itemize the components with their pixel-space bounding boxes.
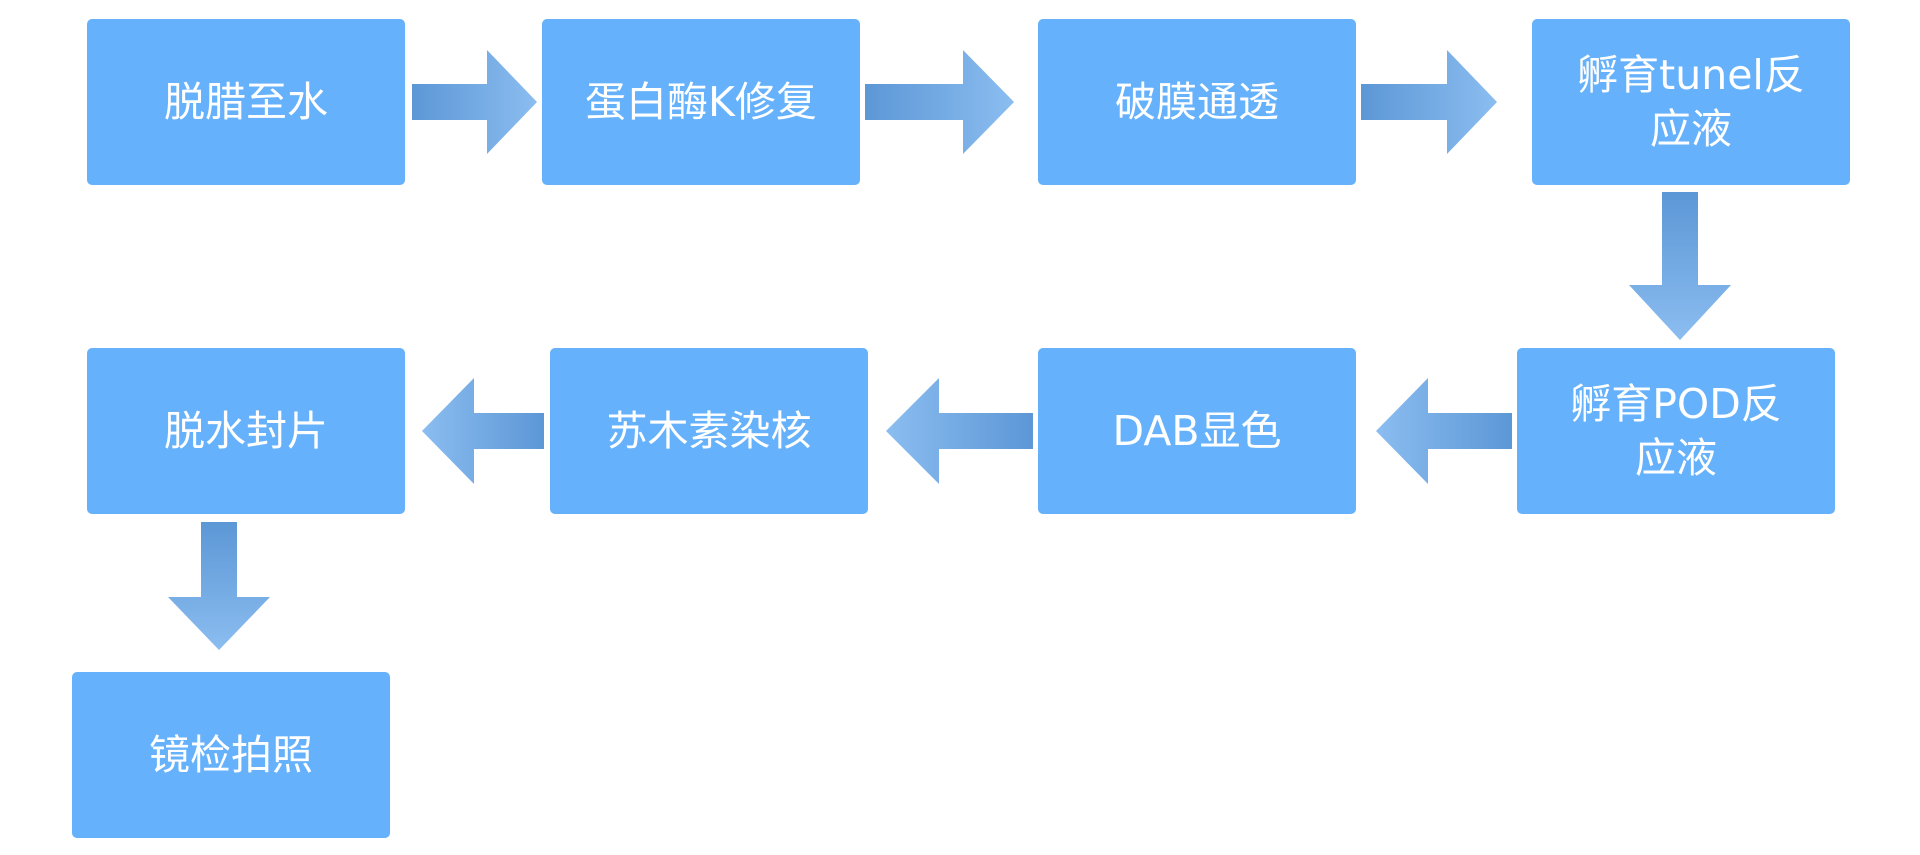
step-label: 苏木素染核 xyxy=(606,406,812,455)
step-label: 脱水封片 xyxy=(164,406,328,455)
step-label: 脱腊至水 xyxy=(164,77,328,126)
arrow-down-1 xyxy=(1629,192,1731,340)
step-box-proteinase-k: 蛋白酶K修复 xyxy=(542,19,860,185)
arrow-right-1 xyxy=(412,50,537,154)
step-box-hematoxylin: 苏木素染核 xyxy=(550,348,868,514)
arrow-right-2 xyxy=(865,50,1014,154)
arrow-left-3 xyxy=(422,378,544,484)
step-label: 孵育tunel反 应液 xyxy=(1577,50,1805,153)
step-label: 孵育POD反 应液 xyxy=(1570,379,1782,482)
step-box-pod-incubation: 孵育POD反 应液 xyxy=(1517,348,1835,514)
step-label: 破膜通透 xyxy=(1115,77,1279,126)
step-label: DAB显色 xyxy=(1112,406,1282,455)
step-box-dewax: 脱腊至水 xyxy=(87,19,405,185)
step-box-dehydrate-mount: 脱水封片 xyxy=(87,348,405,514)
arrow-down-2 xyxy=(168,522,270,650)
step-box-tunel-incubation: 孵育tunel反 应液 xyxy=(1532,19,1850,185)
step-box-permeabilize: 破膜通透 xyxy=(1038,19,1356,185)
arrow-left-1 xyxy=(1376,378,1512,484)
arrow-left-2 xyxy=(886,378,1033,484)
step-box-dab-staining: DAB显色 xyxy=(1038,348,1356,514)
step-label: 蛋白酶K修复 xyxy=(585,77,817,126)
step-box-microscopy: 镜检拍照 xyxy=(72,672,390,838)
arrow-right-3 xyxy=(1361,50,1497,154)
step-label: 镜检拍照 xyxy=(149,730,313,779)
